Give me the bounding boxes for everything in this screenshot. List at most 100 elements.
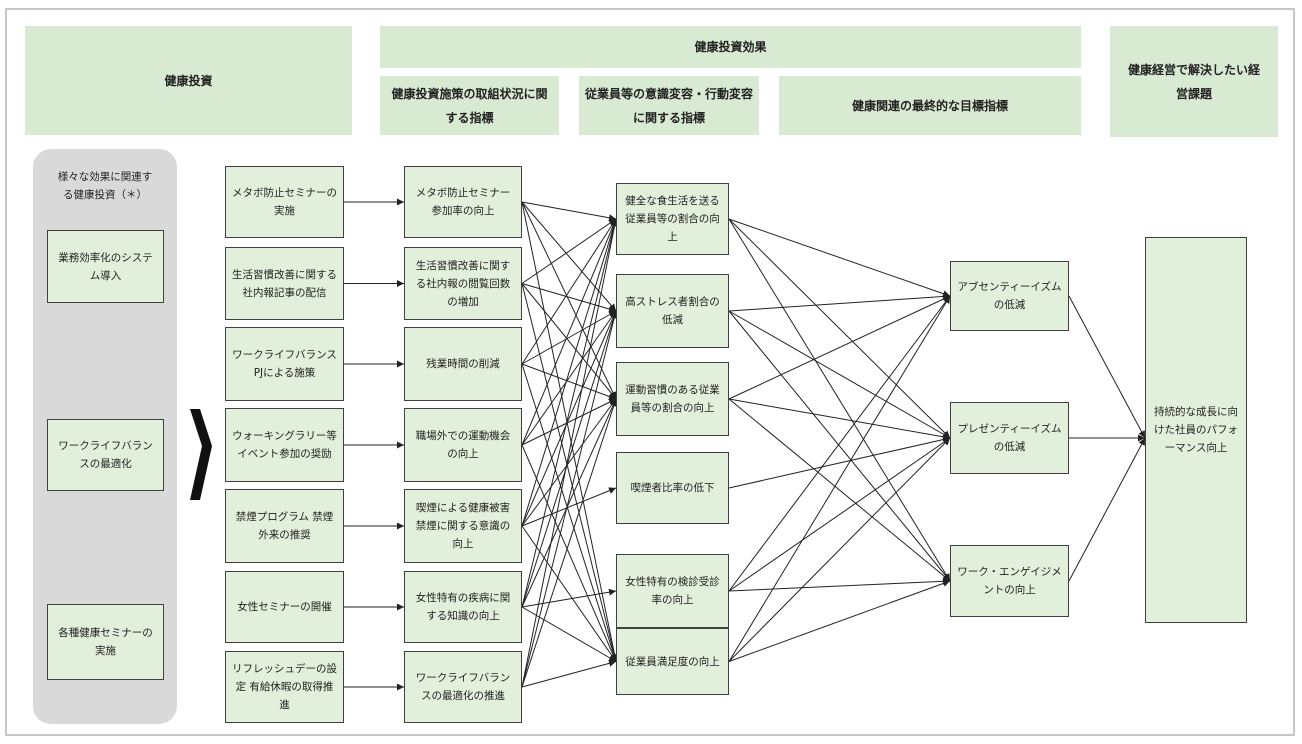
connector-c2-c3 xyxy=(521,218,619,688)
connector-c2-c3 xyxy=(521,444,617,662)
investment-measure-label: ワークライフバランスPJによる施策 xyxy=(232,349,337,379)
behavior-indicator-label: 喫煙者比率の低下 xyxy=(630,482,715,494)
connector-c3-c4 xyxy=(728,580,951,662)
investment-measure-7: リフレッシュデーの設定 有給休暇の取得推進 xyxy=(225,651,344,723)
final-indicator-3: ワーク・エンゲイジメントの向上 xyxy=(950,545,1069,617)
header-investment: 健康投資 xyxy=(25,26,352,135)
investment-measure-label: リフレッシュデーの設定 有給休暇の取得推進 xyxy=(232,663,337,711)
connector-c2-c3 xyxy=(521,218,617,446)
header-issues: 健康経営で解決したい経営課題 xyxy=(1110,26,1278,137)
connector-c3-c4 xyxy=(728,218,951,582)
behavior-indicator-3: 運動習慣のある従業員等の割合の向上 xyxy=(616,362,729,436)
final-indicator-1: アブセンティーイズムの低減 xyxy=(950,261,1069,331)
business-issue-label: 持続的な成長に向けた社員のパフォーマンス向上 xyxy=(1154,406,1238,454)
connector-c2-c3 xyxy=(521,398,617,446)
connector-c2-c3 xyxy=(521,218,617,365)
investment-measure-6: 女性セミナーの開催 xyxy=(225,571,344,643)
investment-measure-3: ワークライフバランスPJによる施策 xyxy=(225,327,344,401)
business-issue-1: 持続的な成長に向けた社員のパフォーマンス向上 xyxy=(1145,237,1247,623)
header-awareness: 従業員等の意識変容・行動変容に関する指標 xyxy=(579,76,759,135)
connector-c2-c3 xyxy=(521,310,618,608)
connector-c2-c3 xyxy=(521,201,617,400)
connector-c2-c3 xyxy=(521,201,617,312)
connector-c2-c3 xyxy=(521,487,617,527)
connector-c2-c3 xyxy=(521,398,618,688)
connector-c3-c4 xyxy=(728,436,951,489)
investment-measure-4: ウォーキングラリー等イベント参加の奨励 xyxy=(225,408,344,482)
measure-indicator-1: メタボ防止セミナー参加率の向上 xyxy=(404,166,522,238)
measure-indicator-label: 女性特有の疾病に関する知識の向上 xyxy=(415,592,511,622)
investment-measure-label: メタボ防止セミナーの実施 xyxy=(232,187,337,217)
connector-c2-c3 xyxy=(521,218,618,608)
connector-c2-c3 xyxy=(521,363,618,662)
connector-c3-c4 xyxy=(728,218,951,298)
investment-measure-label: 禁煙プログラム 禁煙外来の推奨 xyxy=(235,511,334,541)
connector-c2-c3 xyxy=(521,310,618,688)
measure-indicator-label: 職場外での運動機会の向上 xyxy=(415,430,511,460)
behavior-indicator-label: 従業員満足度の向上 xyxy=(625,655,720,668)
connector-c3-c4 xyxy=(728,577,951,592)
connector-c3-c4 xyxy=(728,295,951,592)
measure-indicator-label: ワークライフバランスの最適化の推進 xyxy=(415,672,511,702)
connector-c2-c3 xyxy=(521,525,617,662)
connector-c2-c3 xyxy=(521,283,618,662)
connector-c4-c5 xyxy=(1068,295,1146,439)
panel-item-label: 業務効率化のシステム導入 xyxy=(58,251,153,282)
measure-indicator-label: 喫煙による健康被害禁煙に関する意識の向上 xyxy=(415,502,511,550)
flow-chevron-icon xyxy=(190,409,212,500)
behavior-indicator-1: 健全な食生活を送る従業員等の割合の向上 xyxy=(616,183,729,255)
connector-c3-c4 xyxy=(728,437,951,662)
connector-c2-c3 xyxy=(521,588,617,608)
panel-item-label: ワークライフバランスの最適化 xyxy=(58,440,153,470)
measure-indicator-label: メタボ防止セミナー参加率の向上 xyxy=(415,187,511,217)
investment-measure-1: メタボ防止セミナーの実施 xyxy=(225,166,344,238)
connector-c3-c4 xyxy=(728,398,951,441)
connector-c2-c3 xyxy=(521,283,617,400)
connector-c2-c3 xyxy=(521,659,617,688)
connector-c2-c3 xyxy=(521,606,617,662)
header-measures: 健康投資施策の取組状況に関する指標 xyxy=(380,76,559,135)
investment-measure-label: 女性セミナーの開催 xyxy=(237,601,332,613)
connector-c2-c3 xyxy=(521,218,617,284)
measure-indicator-7: ワークライフバランスの最適化の推進 xyxy=(404,651,522,723)
connector-c4-c5 xyxy=(1068,437,1146,582)
connector-c2-c3 xyxy=(521,310,617,446)
measure-indicator-4: 職場外での運動機会の向上 xyxy=(404,408,522,482)
measure-indicator-label: 残業時間の削減 xyxy=(426,358,500,370)
investment-measure-label: 生活習慣改善に関する社内報記事の配信 xyxy=(232,268,337,299)
panel-item-3: 各種健康セミナーの実施 xyxy=(47,604,164,680)
connector-c3-c4 xyxy=(728,310,951,582)
final-indicator-2: プレゼンティーイズムの低減 xyxy=(950,402,1069,474)
connector-c3-c4 xyxy=(728,295,951,400)
connector-c3-c4 xyxy=(728,310,951,439)
final-indicator-label: アブセンティーイズムの低減 xyxy=(957,281,1062,311)
investment-measure-label: ウォーキングラリー等イベント参加の奨励 xyxy=(232,430,337,460)
behavior-indicator-2: 高ストレス者割合の低減 xyxy=(616,274,729,348)
behavior-indicator-6: 従業員満足度の向上 xyxy=(616,628,729,695)
panel-item-1: 業務効率化のシステム導入 xyxy=(47,230,164,303)
connector-c2-c3 xyxy=(521,201,617,222)
final-indicator-label: プレゼンティーイズムの低減 xyxy=(957,423,1062,453)
connector-c2-c3 xyxy=(521,310,617,527)
measure-indicator-3: 残業時間の削減 xyxy=(404,327,522,401)
diagram-frame xyxy=(5,8,1295,736)
connector-c2-c3 xyxy=(521,283,617,313)
behavior-indicator-label: 女性特有の検診受診率の向上 xyxy=(625,576,720,606)
behavior-indicator-label: 健全な食生活を送る従業員等の割合の向上 xyxy=(625,195,720,243)
investment-measure-5: 禁煙プログラム 禁煙外来の推奨 xyxy=(225,489,344,563)
connector-c2-c3 xyxy=(521,310,617,365)
panel-item-2: ワークライフバランスの最適化 xyxy=(47,419,164,491)
connector-c3-c4 xyxy=(728,437,951,592)
connector-c2-c3 xyxy=(521,363,617,400)
final-indicator-label: ワーク・エンゲイジメントの向上 xyxy=(957,566,1062,596)
connector-c3-c4 xyxy=(728,295,951,662)
measure-indicator-label: 生活習慣改善に関する社内報の閲覧回数の増加 xyxy=(415,259,511,308)
investment-measure-2: 生活習慣改善に関する社内報記事の配信 xyxy=(225,247,344,320)
connector-c2-c3 xyxy=(521,398,617,608)
behavior-indicator-label: 高ストレス者割合の低減 xyxy=(625,296,720,326)
measure-indicator-5: 喫煙による健康被害禁煙に関する意識の向上 xyxy=(404,489,522,563)
behavior-indicator-4: 喫煙者比率の低下 xyxy=(616,452,729,524)
connector-c3-c4 xyxy=(728,292,951,312)
connector-c2-c3 xyxy=(521,398,617,527)
